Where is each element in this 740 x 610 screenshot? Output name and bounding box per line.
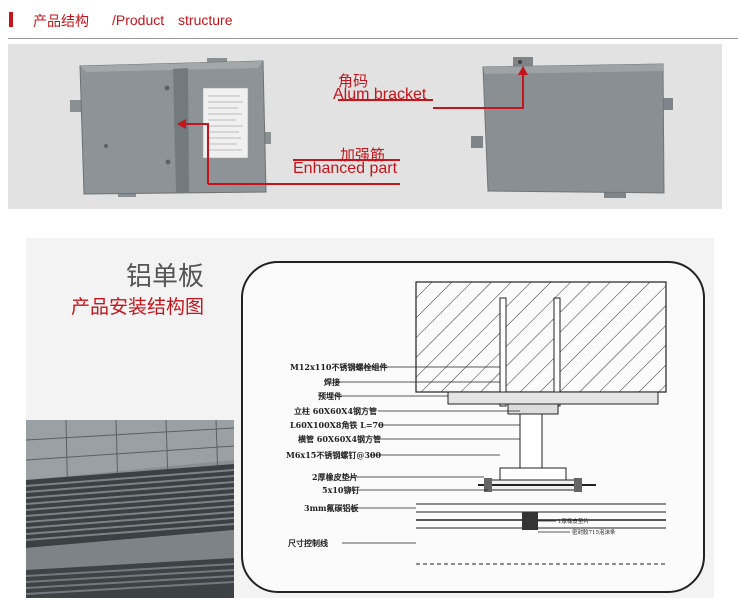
panel-back-photo [70, 58, 271, 197]
drawing-label-screw: M6x15不锈钢螺钉@300 [286, 450, 382, 460]
drawing-label-angle: L60X100X8角铁 L=70 [290, 420, 384, 430]
rib-label-cn: 加强筋 [340, 146, 386, 164]
drawing-note-pad: 1厚橡皮垫片 [558, 519, 589, 525]
bracket-label-en: Alum bracket [333, 86, 427, 103]
header-divider [8, 38, 738, 39]
header-accent-bar [9, 12, 13, 27]
drawing-label-column: 立柱 60X60X4钢方管 [294, 406, 378, 416]
section-title-en: /Product structure [112, 12, 233, 28]
panel-illustration [70, 57, 673, 198]
bracket-label-cn: 角码 [338, 72, 369, 90]
facade-photo [26, 420, 234, 598]
installation-drawing: M12x110不锈钢螺栓组件 焊接 预埋件 立柱 60X60X4钢方管 L60X… [238, 258, 708, 596]
product-structure-panel: 角码 Alum bracket 加强筋 Enhanced part [8, 44, 722, 209]
drawing-label-weld: 焊接 [324, 377, 340, 387]
drawing-label-rubber-pad: 2厚橡皮垫片 [312, 472, 358, 482]
drawing-note-sealant: 密封胶715泡沫条 [572, 530, 616, 536]
drawing-label-control-line: 尺寸控制线 [288, 538, 328, 548]
callout-lines [184, 73, 524, 185]
drawing-label-panel: 3mm氟碳铝板 [304, 503, 359, 513]
drawing-label-rivet: 5x10铆钉 [322, 485, 360, 495]
section-header: 产品结构 /Product structure [0, 0, 740, 40]
drawing-lines [241, 261, 705, 593]
section-title-cn: 产品结构 [33, 14, 89, 30]
panel-front-photo [471, 57, 673, 198]
drawing-label-embed: 预埋件 [318, 391, 342, 401]
drawing-label-transom: 横管 60X60X4钢方管 [298, 434, 382, 444]
rib-label-en: Enhanced part [293, 160, 398, 177]
drawing-label-bolt: M12x110不锈钢螺栓组件 [290, 362, 388, 372]
product-name: 铝单板 [126, 262, 205, 292]
installation-panel: 铝单板 产品安装结构图 [26, 238, 714, 598]
drawing-title: 产品安装结构图 [71, 296, 205, 318]
